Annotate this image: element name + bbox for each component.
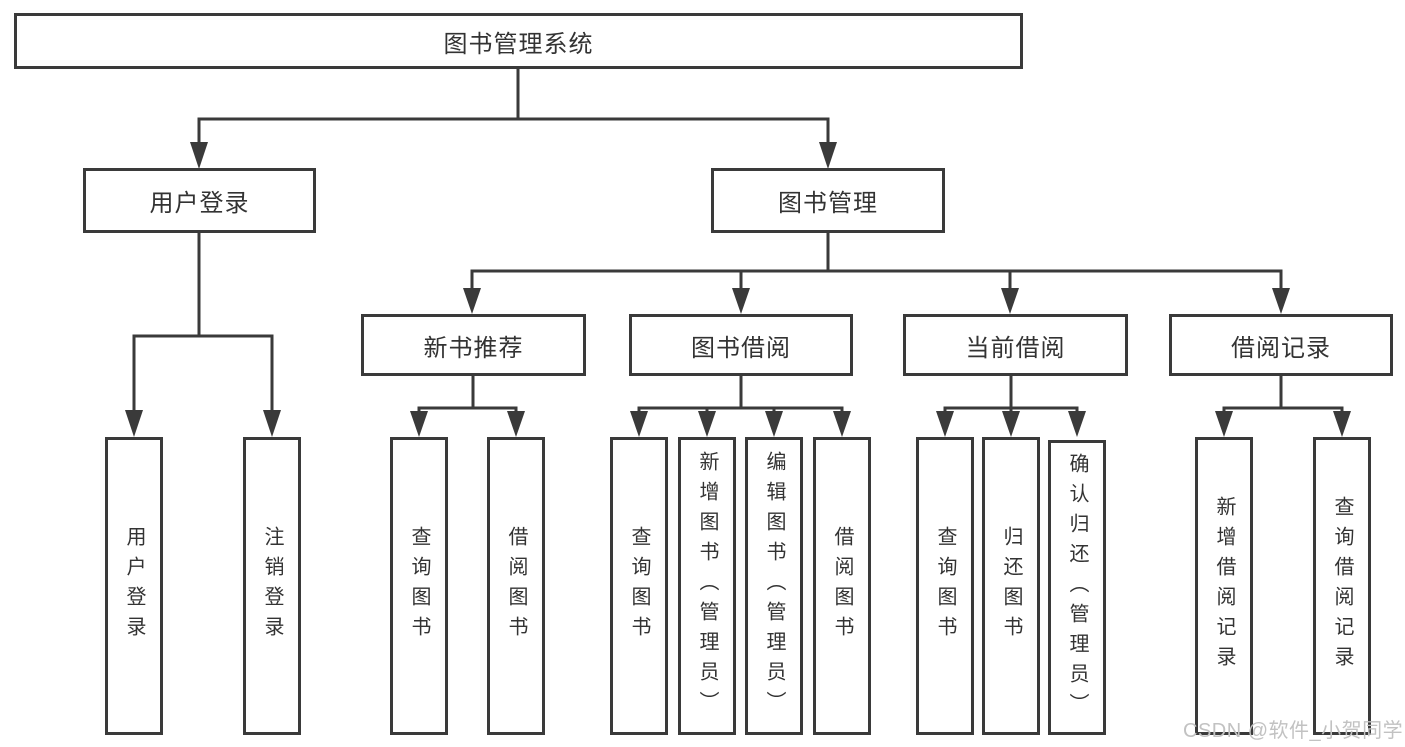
node-new-book-recommend: 新书推荐 xyxy=(361,314,586,376)
leaf-confirm-return-admin: 确认归还（管理员） xyxy=(1048,440,1106,735)
node-book-borrow: 图书借阅 xyxy=(629,314,853,376)
leaf-label: 查询图书 xyxy=(934,526,956,646)
leaf-label: 归还图书 xyxy=(1000,526,1022,646)
csdn-watermark: CSDN @软件_小贺同学 xyxy=(1183,720,1404,742)
leaf-label: 借阅图书 xyxy=(831,526,853,646)
leaf-query-books-borrow: 查询图书 xyxy=(610,437,668,735)
leaf-return-books: 归还图书 xyxy=(982,437,1040,735)
leaf-label: 查询图书 xyxy=(628,526,650,646)
node-user-login: 用户登录 xyxy=(83,168,316,233)
leaf-borrow-books-recommend: 借阅图书 xyxy=(487,437,545,735)
leaf-add-book-admin: 新增图书（管理员） xyxy=(678,437,736,735)
leaf-edit-book-admin: 编辑图书（管理员） xyxy=(745,437,803,735)
node-root: 图书管理系统 xyxy=(14,13,1023,69)
leaf-label: 借阅图书 xyxy=(505,526,527,646)
leaf-query-books-current: 查询图书 xyxy=(916,437,974,735)
leaf-label: 新增图书（管理员） xyxy=(696,451,718,721)
node-book-mgmt: 图书管理 xyxy=(711,168,945,233)
leaf-query-borrow-record: 查询借阅记录 xyxy=(1313,437,1371,735)
node-current-borrow: 当前借阅 xyxy=(903,314,1128,376)
leaf-label: 确认归还（管理员） xyxy=(1066,452,1088,723)
leaf-add-borrow-record: 新增借阅记录 xyxy=(1195,437,1253,735)
leaf-label: 用户登录 xyxy=(123,526,145,646)
leaf-user-login: 用户登录 xyxy=(105,437,163,735)
leaf-label: 编辑图书（管理员） xyxy=(763,451,785,721)
node-borrow-record: 借阅记录 xyxy=(1169,314,1393,376)
leaf-label: 新增借阅记录 xyxy=(1213,496,1235,676)
leaf-logout-login: 注销登录 xyxy=(243,437,301,735)
leaf-label: 查询借阅记录 xyxy=(1331,496,1353,676)
leaf-label: 查询图书 xyxy=(408,526,430,646)
leaf-borrow-books-borrow: 借阅图书 xyxy=(813,437,871,735)
leaf-query-books-recommend: 查询图书 xyxy=(390,437,448,735)
leaf-label: 注销登录 xyxy=(261,526,283,646)
